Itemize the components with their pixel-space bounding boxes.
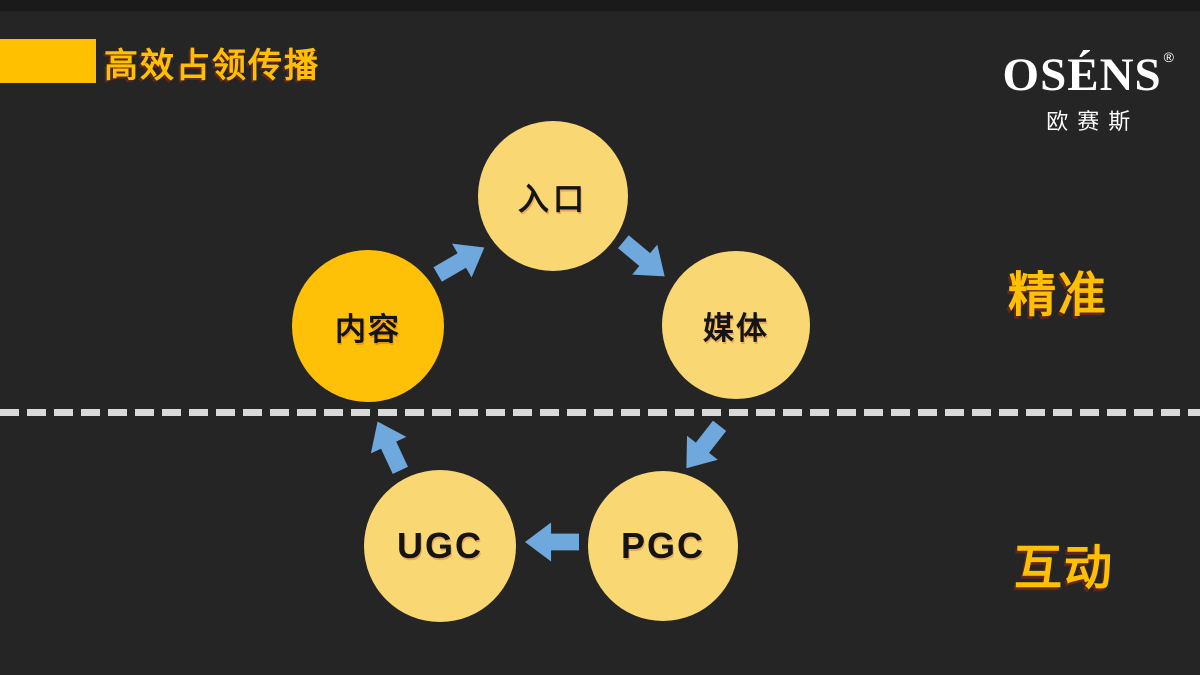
node-ugc: UGC: [364, 470, 516, 622]
registered-trademark-icon: ®: [1163, 49, 1174, 65]
top-strip: [0, 0, 1200, 11]
brand-logo: OSÉNS® 欧赛斯: [1003, 50, 1174, 136]
brand-wordmark-row: OSÉNS®: [1003, 50, 1174, 99]
node-pgc-label: PGC: [620, 525, 705, 566]
node-content-label: 内容: [335, 311, 401, 347]
arrow-entry-to-media-icon: [609, 224, 680, 294]
annotation-precision: 精准: [1008, 269, 1109, 322]
arrow-pgc-to-ugc-icon: [525, 519, 579, 565]
node-entry-label: 入口: [518, 181, 588, 217]
arrow-media-to-pgc-icon: [668, 412, 737, 483]
arrow-content-to-entry-icon: [426, 228, 496, 295]
node-ugc-label: UGC: [397, 525, 483, 566]
node-media-label: 媒体: [703, 310, 769, 346]
title-accent-block: [0, 39, 96, 83]
node-content: 内容: [292, 250, 444, 402]
brand-name-cn: 欧赛斯: [1046, 109, 1140, 134]
dashed-divider-line: [0, 409, 1200, 416]
node-entry: 入口: [478, 121, 628, 271]
arrow-ugc-to-content-icon: [357, 412, 422, 480]
brand-wordmark: OSÉNS: [1002, 49, 1162, 101]
page-title: 高效占领传播: [104, 47, 320, 85]
annotation-interaction: 互动: [1014, 542, 1115, 595]
node-media: 媒体: [662, 251, 810, 399]
node-pgc: PGC: [588, 471, 738, 621]
